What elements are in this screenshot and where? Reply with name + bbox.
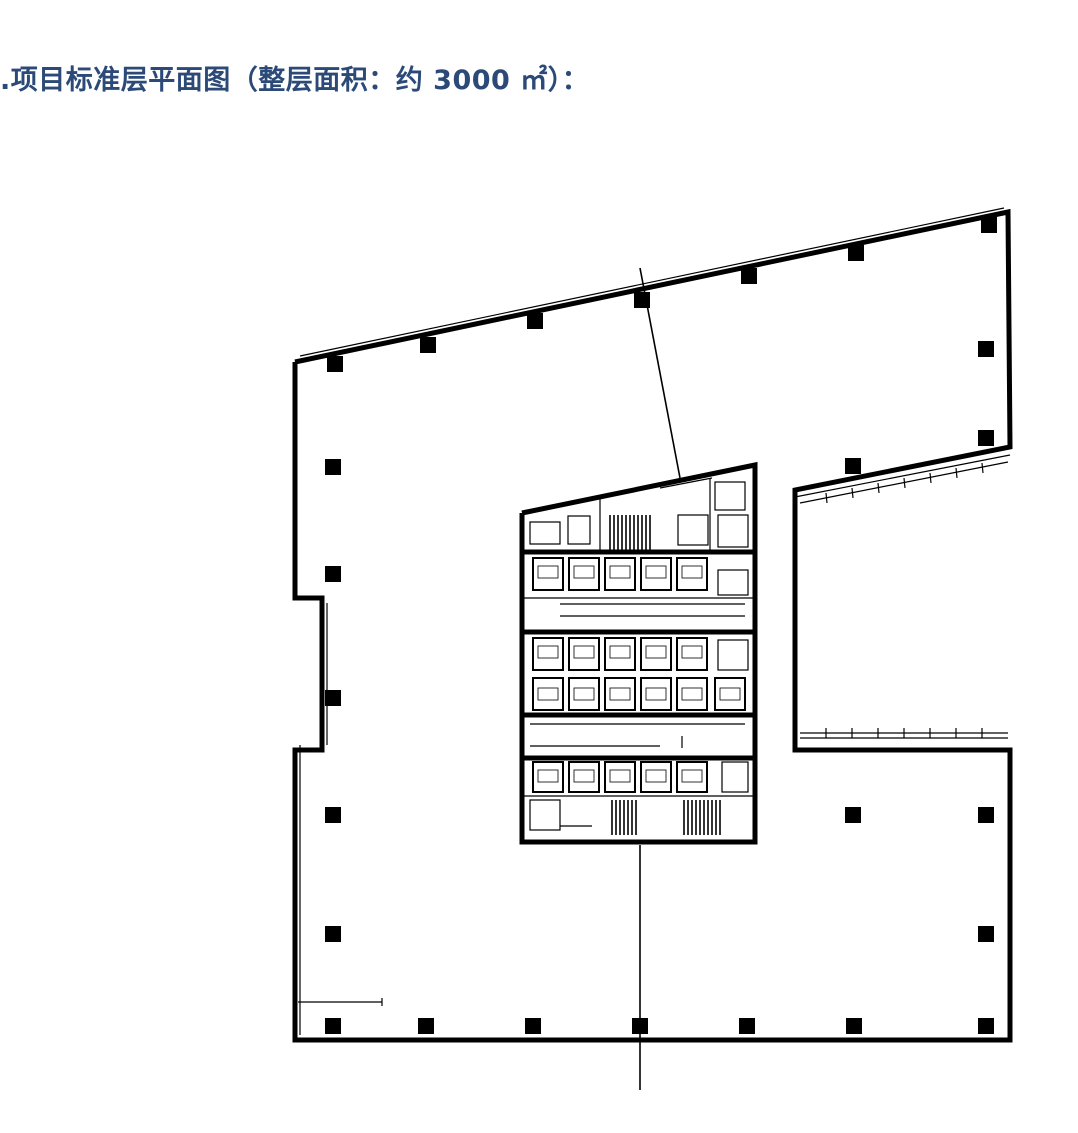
page-title: .项目标准层平面图（整层面积：约 3000 ㎡）： (0, 65, 590, 96)
service-core (519, 461, 758, 845)
outer-walls (292, 207, 1013, 1043)
elevator-bank (532, 557, 746, 793)
dimension-lines (659, 461, 1009, 738)
structural-columns (325, 217, 997, 1034)
stairs (609, 515, 721, 835)
